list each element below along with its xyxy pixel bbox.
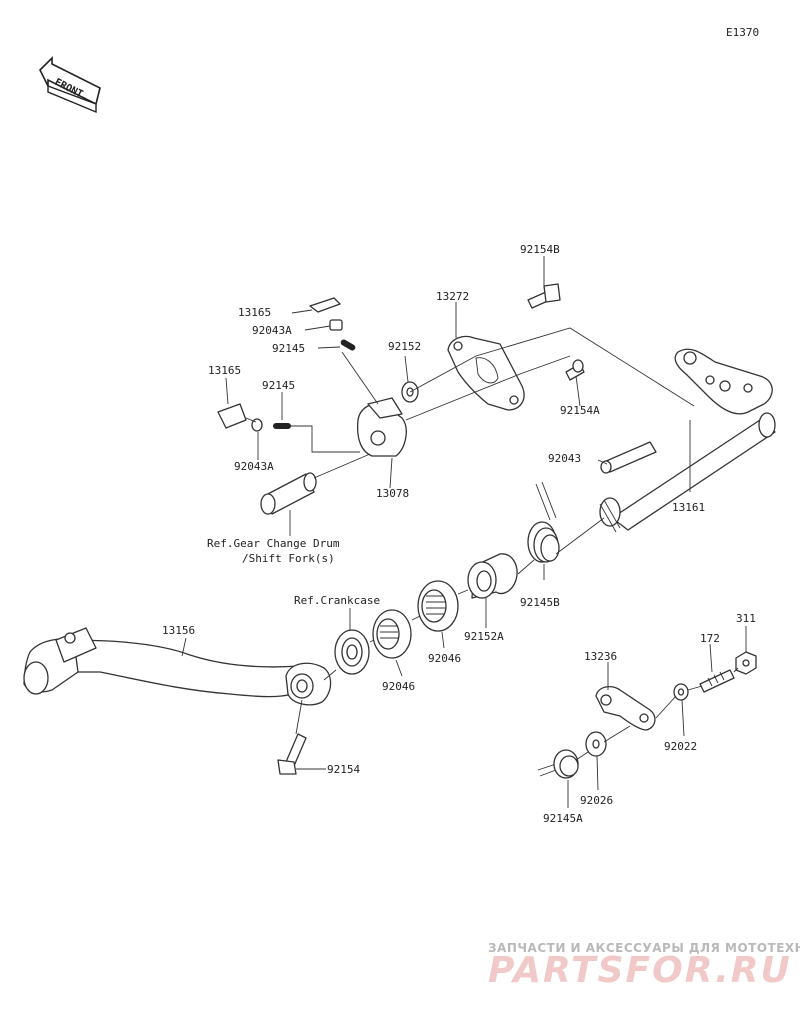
spring-92145B [527, 481, 560, 563]
watermark-logo: PARTSFOR.RU [488, 950, 792, 991]
front-arrow-icon: FRONT [39, 56, 101, 114]
bearing-92046-b [372, 609, 412, 659]
ref-crankcase: Ref.Crankcase [294, 594, 380, 607]
springs-92145 [273, 339, 356, 429]
label-92046-a: 92046 [428, 652, 461, 665]
shift-pedal-13156 [23, 627, 332, 706]
oil-seal [334, 629, 370, 675]
shift-shaft-13161 [599, 412, 776, 533]
centerlines [245, 327, 739, 761]
label-92022: 92022 [664, 740, 697, 753]
label-92026: 92026 [580, 794, 613, 807]
label-92145-top: 92145 [272, 342, 305, 355]
bearing-92046-a [417, 580, 459, 632]
collar-92152A [467, 553, 518, 599]
label-92043A-top: 92043A [252, 324, 292, 337]
label-92043: 92043 [548, 452, 581, 465]
label-13272: 13272 [436, 290, 469, 303]
label-13156: 13156 [162, 624, 195, 637]
label-172: 172 [700, 632, 720, 645]
label-92145-left: 92145 [262, 379, 295, 392]
label-92154A: 92154A [560, 404, 600, 417]
diagram-code: E1370 [726, 26, 759, 39]
label-92043A-left: 92043A [234, 460, 274, 473]
label-92154: 92154 [327, 763, 360, 776]
washer-92022 [673, 683, 689, 701]
label-13161: 13161 [672, 501, 705, 514]
label-92046-b: 92046 [382, 680, 415, 693]
spring-92145A [537, 749, 579, 779]
leader-lines [181, 256, 747, 808]
ref-shift-forks: /Shift Fork(s) [242, 552, 335, 565]
ref-gear-change-drum: Ref.Gear Change Drum [207, 537, 340, 550]
label-13165-left: 13165 [208, 364, 241, 377]
gear-change-drum-pin [260, 472, 317, 515]
label-92145A: 92145A [543, 812, 583, 825]
label-13236: 13236 [584, 650, 617, 663]
washer-92026 [585, 731, 607, 757]
label-92152A: 92152A [464, 630, 504, 643]
pawls-92043A [251, 319, 343, 432]
bolt-92154B [527, 283, 561, 309]
watermark-tagline: ЗАПЧАСТИ И АКСЕССУАРЫ ДЛЯ МОТОТЕХНИКИ [488, 941, 800, 955]
label-13165-top: 13165 [238, 306, 271, 319]
label-92154B: 92154B [520, 243, 560, 256]
pins-13165 [217, 297, 341, 429]
nut-311 [735, 651, 757, 675]
bolt-172 [699, 669, 735, 693]
arm-13078 [356, 397, 407, 457]
pin-92043 [600, 441, 657, 474]
bolt-92154 [277, 733, 307, 775]
label-13078: 13078 [376, 487, 409, 500]
label-92145B: 92145B [520, 596, 560, 609]
shift-arm-plate [674, 348, 773, 415]
bolt-92154A [565, 359, 585, 381]
plate-13236 [595, 685, 656, 731]
label-92152: 92152 [388, 340, 421, 353]
label-311: 311 [736, 612, 756, 625]
plate-13272 [447, 335, 525, 411]
